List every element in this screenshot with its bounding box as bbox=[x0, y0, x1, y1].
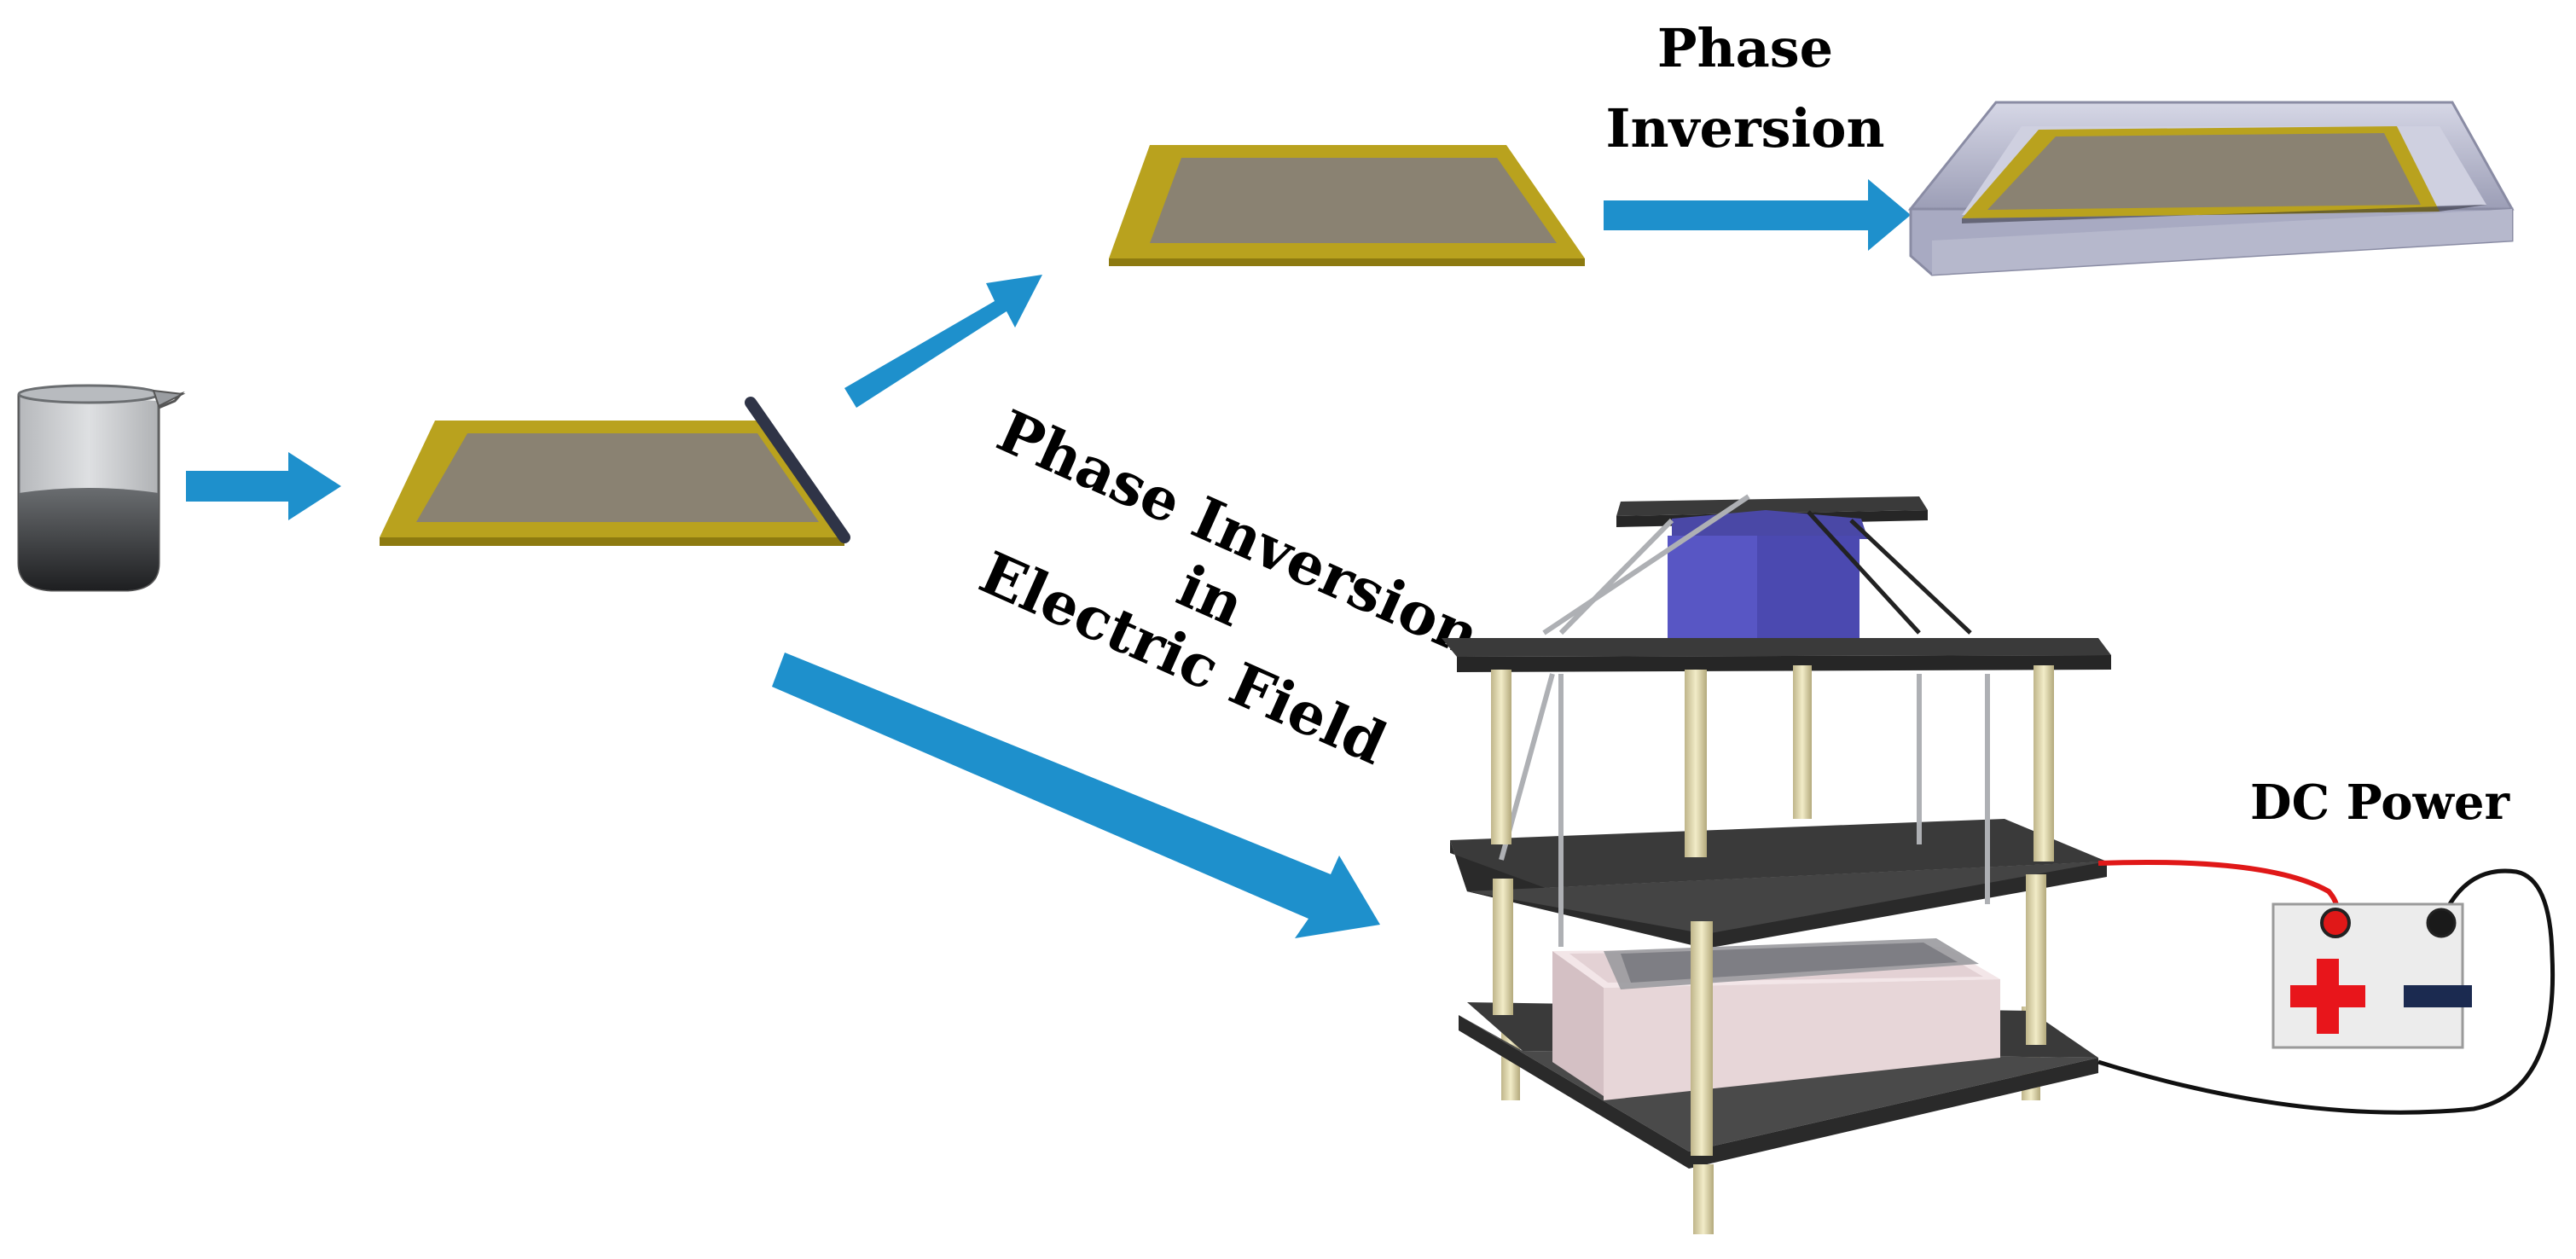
phase-inversion-label: Phase Inversion bbox=[1605, 17, 1884, 160]
beaker-icon bbox=[17, 384, 186, 592]
cast-film-plate-with-blade bbox=[380, 397, 850, 546]
arrow-phase-inversion-right bbox=[1604, 179, 1911, 251]
arrow-down-to-electric-field bbox=[772, 653, 1380, 938]
cast-film-plate-top bbox=[1109, 145, 1585, 266]
minus-icon bbox=[2404, 985, 2472, 1007]
arrow-up-to-phase-inversion bbox=[844, 275, 1042, 408]
phase-inversion-label-line1: Phase bbox=[1657, 17, 1833, 79]
dc-power-supply bbox=[2271, 902, 2472, 1049]
posts-upper bbox=[1491, 665, 2054, 862]
positive-terminal bbox=[2320, 908, 2351, 938]
middle-board bbox=[1450, 819, 2107, 949]
top-board bbox=[1442, 638, 2111, 672]
electric-field-apparatus bbox=[1442, 494, 2111, 1234]
negative-terminal bbox=[2426, 908, 2457, 938]
dc-power-label: DC Power bbox=[2250, 775, 2510, 831]
negative-wire bbox=[2097, 868, 2556, 1115]
phase-inversion-label-line2: Inversion bbox=[1605, 97, 1884, 160]
plus-icon bbox=[2290, 959, 2365, 1034]
suspension-wires bbox=[1499, 494, 1990, 947]
arrow-beaker-to-plate bbox=[186, 452, 341, 520]
electric-field-label: Phase Inversion in Electric Field bbox=[970, 397, 1489, 779]
posts-lower bbox=[1493, 874, 2046, 1234]
coagulation-bath bbox=[1907, 101, 2515, 276]
